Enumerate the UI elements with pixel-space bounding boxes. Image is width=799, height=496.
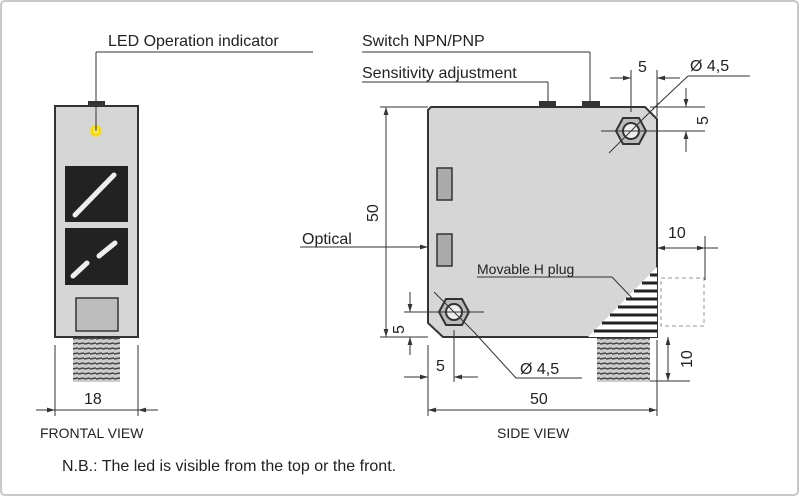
hole-offset-x-top: 5: [638, 59, 647, 76]
frontal-view: [36, 51, 313, 416]
hole-offset-y-top: 5: [695, 116, 712, 125]
plug-depth-dim: 10: [668, 225, 686, 242]
side-caption: SIDE VIEW: [497, 425, 570, 441]
optical-label: Optical: [302, 231, 352, 248]
hole-top-label: Ø 4,5: [690, 58, 729, 75]
side-height-dim: 50: [365, 204, 382, 222]
mount-hole-bottom: [424, 291, 484, 333]
movable-plug-label: Movable H plug: [477, 261, 574, 277]
hole-offset-y-bottom: 5: [391, 325, 408, 334]
sensitivity-label: Sensitivity adjustment: [362, 65, 517, 82]
connector-length-dim: 10: [679, 350, 696, 368]
side-view: [300, 51, 750, 416]
mount-hole-top: [601, 102, 661, 154]
switch-label: Switch NPN/PNP: [362, 33, 485, 50]
plug-face: [75, 297, 119, 332]
plug-alt-position: [660, 277, 705, 327]
front-width-dim: 18: [84, 391, 102, 408]
side-housing: [427, 106, 658, 338]
hole-offset-x-bottom: 5: [436, 358, 445, 375]
side-connector-thread: [597, 338, 650, 382]
hole-bottom-label: Ø 4,5: [520, 361, 559, 378]
led-label: LED Operation indicator: [108, 33, 279, 50]
note-text: N.B.: The led is visible from the top or…: [62, 458, 396, 475]
connector-thread: [73, 338, 120, 382]
side-width-dim: 50: [530, 391, 548, 408]
front-caption: FRONTAL VIEW: [40, 425, 144, 441]
